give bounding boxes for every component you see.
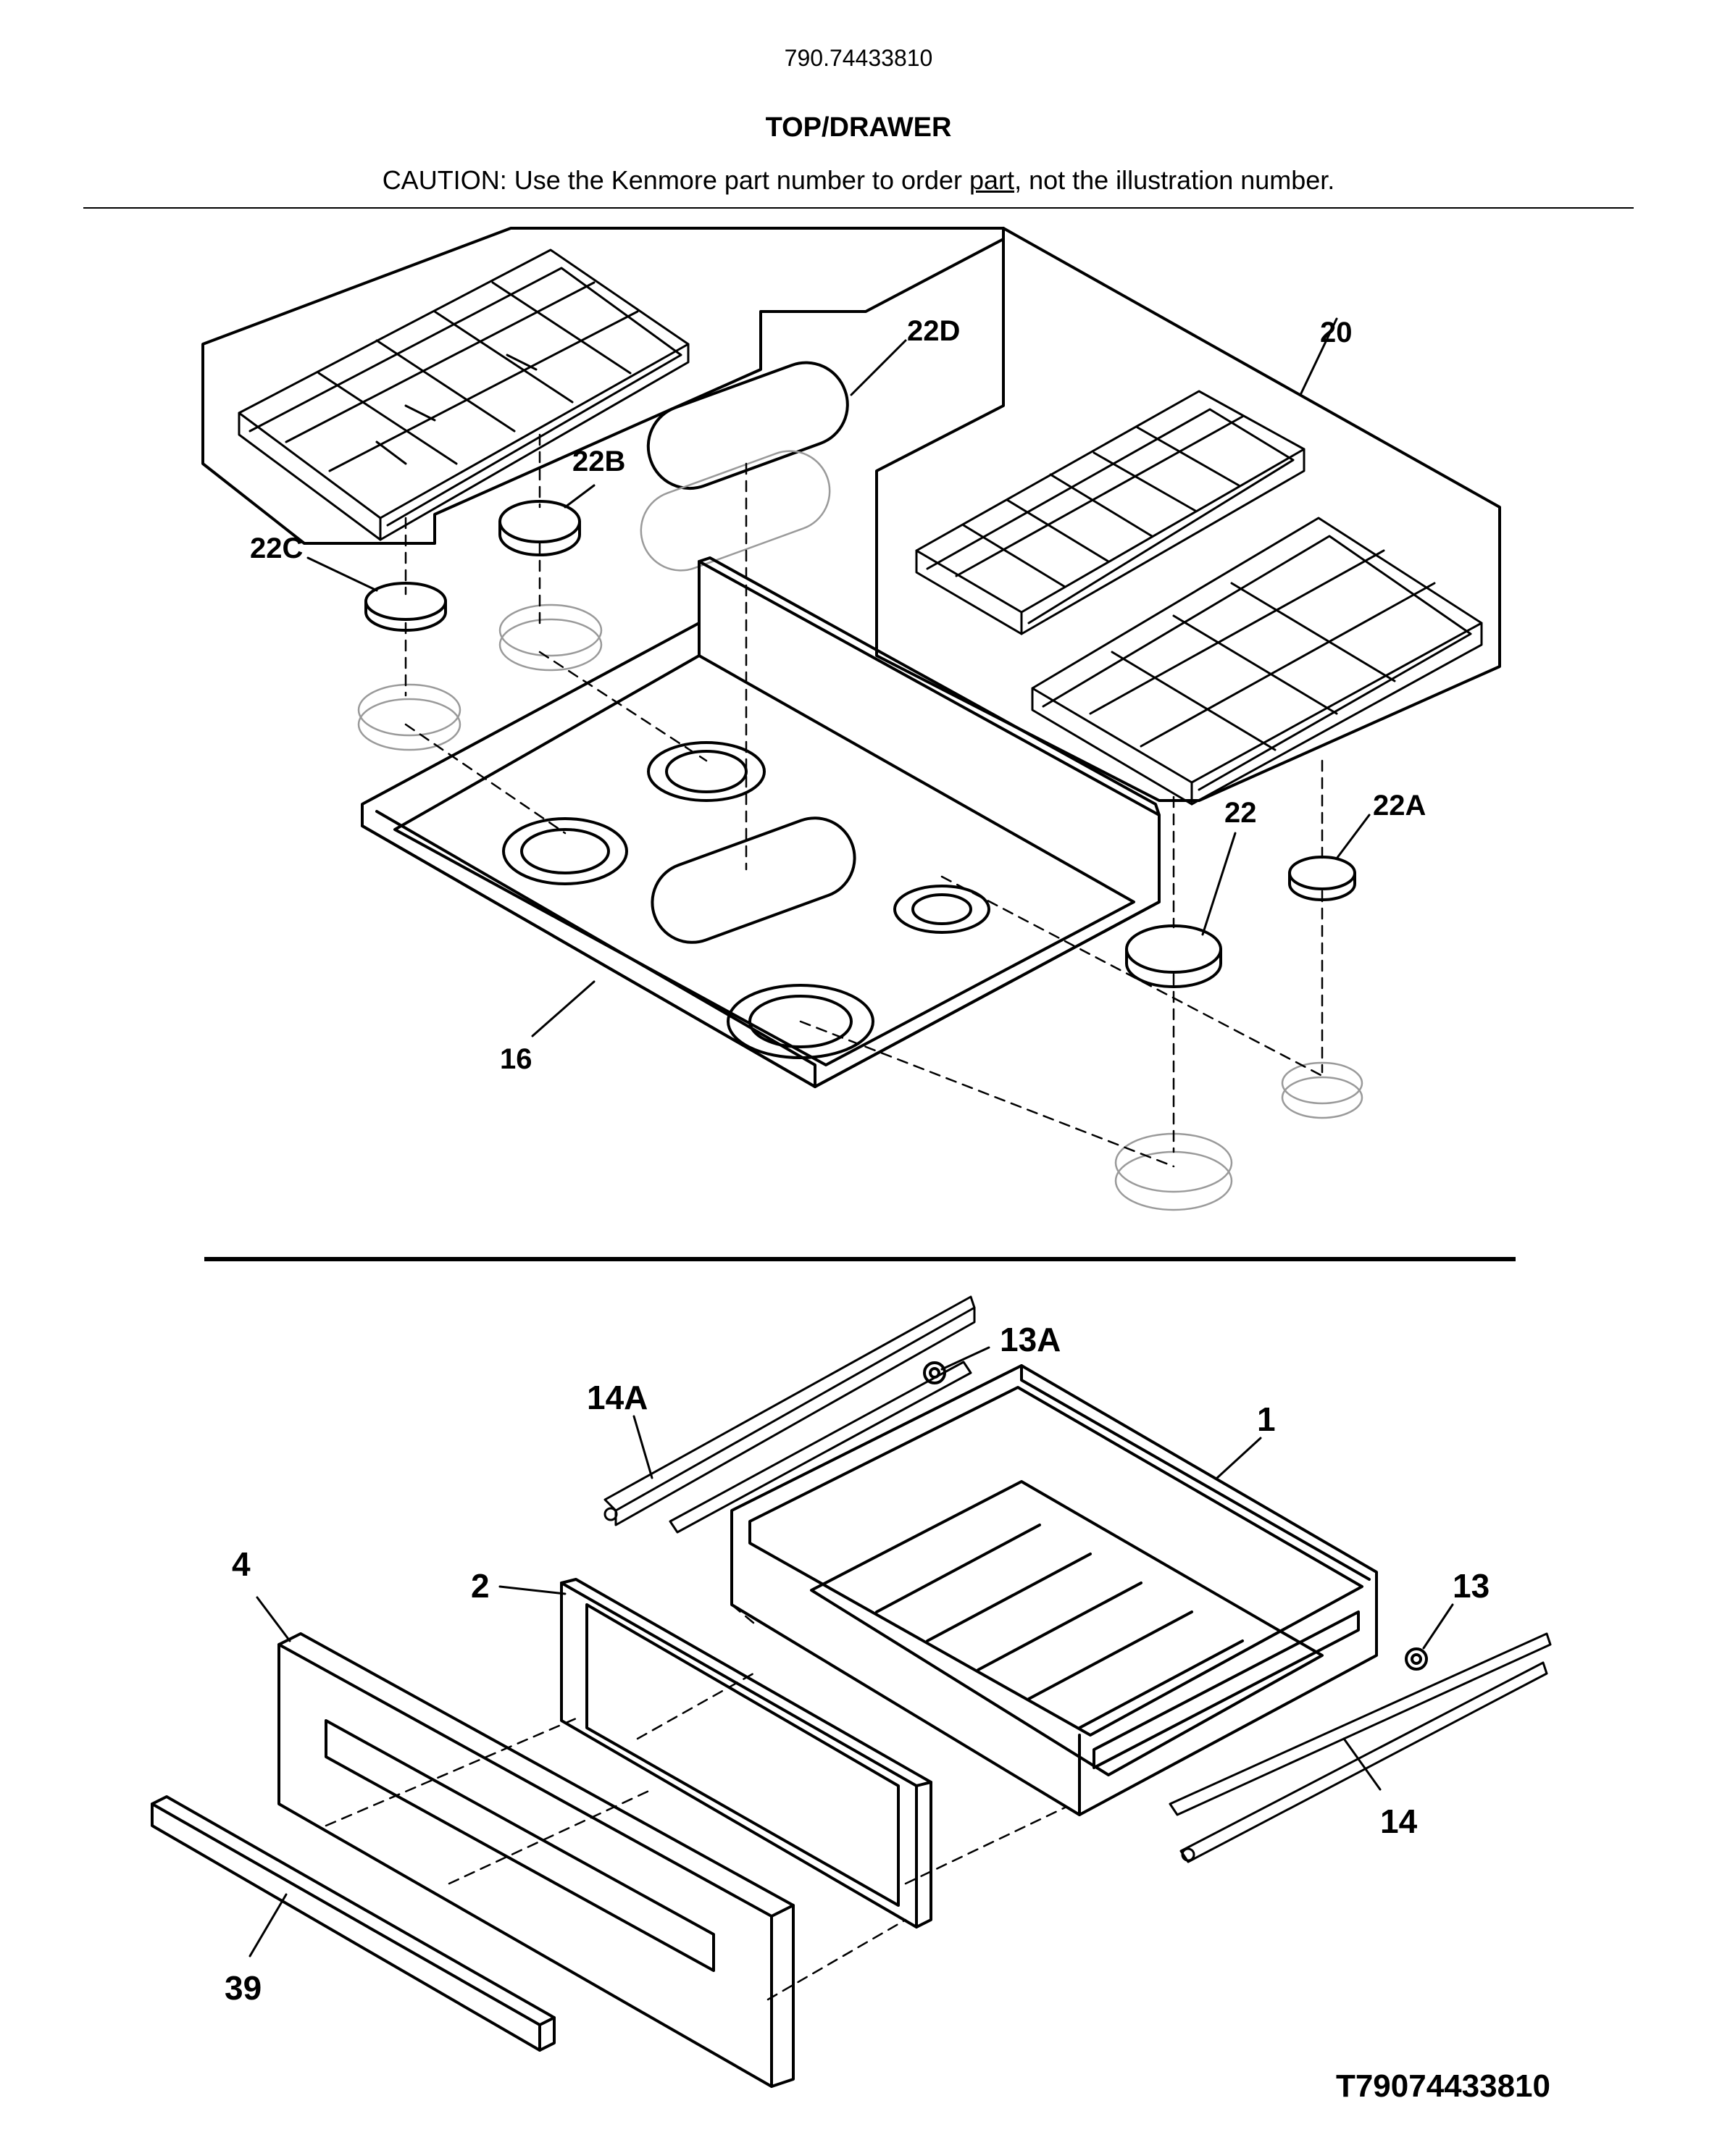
grate-left [238, 248, 690, 541]
model-number: 790.74433810 [784, 45, 933, 71]
callout-2: 2 [471, 1567, 490, 1605]
drawer-handle [151, 1795, 556, 2052]
callout-22a: 22A [1373, 790, 1426, 822]
diagram-code: T79074433810 [1335, 2068, 1550, 2104]
callout-20: 20 [1320, 317, 1353, 348]
leader-lines-top [306, 317, 1371, 1037]
section-title: TOP/DRAWER [765, 112, 952, 143]
caution-prefix: CAUTION: Use the Kenmore part number to … [382, 165, 970, 195]
burner-cap-22d [646, 361, 849, 490]
cooktop-main-top [361, 556, 1161, 1088]
roller-13a [923, 1361, 946, 1384]
caution-part-link: part [969, 165, 1015, 195]
roller-13 [1405, 1647, 1428, 1671]
section-divider [204, 1257, 1516, 1261]
callout-14a: 14A [587, 1379, 648, 1416]
callout-16: 16 [500, 1043, 532, 1075]
drawer-front-panel [277, 1632, 795, 2088]
grate-group-bracket-right [875, 227, 1501, 802]
callout-13: 13 [1453, 1567, 1490, 1605]
caution-note: CAUTION: Use the Kenmore part number to … [0, 165, 1717, 196]
callout-22: 22 [1224, 797, 1257, 829]
caution-suffix: , not the illustration number. [1014, 165, 1335, 195]
slide-rail-14a [603, 1295, 976, 1534]
header-divider [83, 207, 1634, 209]
callout-22c: 22C [250, 532, 303, 564]
callout-1: 1 [1257, 1400, 1276, 1438]
drawer-inner-panel [560, 1578, 932, 1929]
leader-lines-drawer [248, 1346, 1454, 1957]
callout-22b: 22B [572, 446, 625, 477]
callout-39: 39 [225, 1969, 262, 2007]
burner-cap-22b [498, 500, 581, 556]
drawer-body [730, 1364, 1378, 1816]
callout-4: 4 [232, 1545, 251, 1583]
callout-14: 14 [1380, 1802, 1418, 1840]
grate-right-front [1031, 517, 1483, 806]
callout-13a: 13A [1000, 1321, 1061, 1358]
grate-right-rear [915, 390, 1305, 635]
burner-heads-ghost [357, 450, 1363, 1211]
grate-group-bracket-left [201, 227, 1005, 545]
slide-rail-14 [1169, 1632, 1552, 1863]
alignment-lines-drawer [325, 1603, 1066, 2001]
alignment-lines-top [404, 433, 1324, 1168]
callout-22d: 22D [907, 315, 960, 347]
